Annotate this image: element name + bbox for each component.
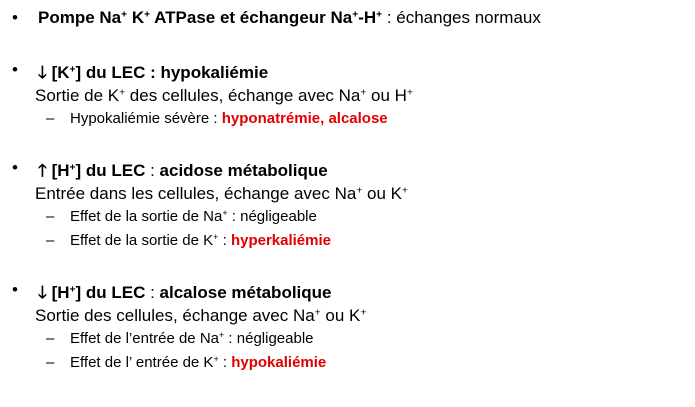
severe-hypokalemia-text: Hypokaliémie sévère : hyponatrémie, alca… (70, 110, 388, 127)
bullet: • (12, 60, 18, 79)
dash: – (46, 110, 55, 127)
low-potassium-heading: 🡓 [K+] du LEC : hypokaliémie (38, 60, 268, 89)
metabolic-alkalosis-heading: 🡓 [H+] du LEC : alcalose métabolique (38, 280, 332, 309)
dash: – (46, 208, 55, 225)
sodium-exit-effect-text: Effet de la sortie de Na+ : négligeable (70, 208, 317, 225)
bullet: • (12, 8, 18, 27)
potassium-entry-effect-text: Effet de l’ entrée de K+ : hypokaliémie (70, 354, 327, 371)
bullet: • (12, 280, 18, 299)
cell-exit-text: Sortie des cellules, échange avec Na+ ou… (35, 306, 367, 325)
metabolic-acidosis-heading: 🡑 [H+] du LEC : acidose métabolique (38, 158, 328, 187)
dash: – (46, 354, 55, 371)
bullet: • (12, 158, 18, 177)
arrow-up-icon: 🡑 (38, 161, 47, 180)
pump-exchanger-heading: Pompe Na+ K+ ATPase et échangeur Na+-H+ … (38, 8, 541, 27)
dash: – (46, 232, 55, 249)
cell-entry-text: Entrée dans les cellules, échange avec N… (35, 184, 408, 203)
potassium-exit-text: Sortie de K+ des cellules, échange avec … (35, 86, 413, 105)
arrow-down-icon: 🡓 (38, 283, 47, 302)
arrow-down-icon: 🡓 (38, 63, 47, 82)
sodium-entry-effect-text: Effet de l’entrée de Na+ : négligeable (70, 330, 314, 347)
potassium-exit-effect-text: Effet de la sortie de K+ : hyperkaliémie (70, 232, 331, 249)
dash: – (46, 330, 55, 347)
